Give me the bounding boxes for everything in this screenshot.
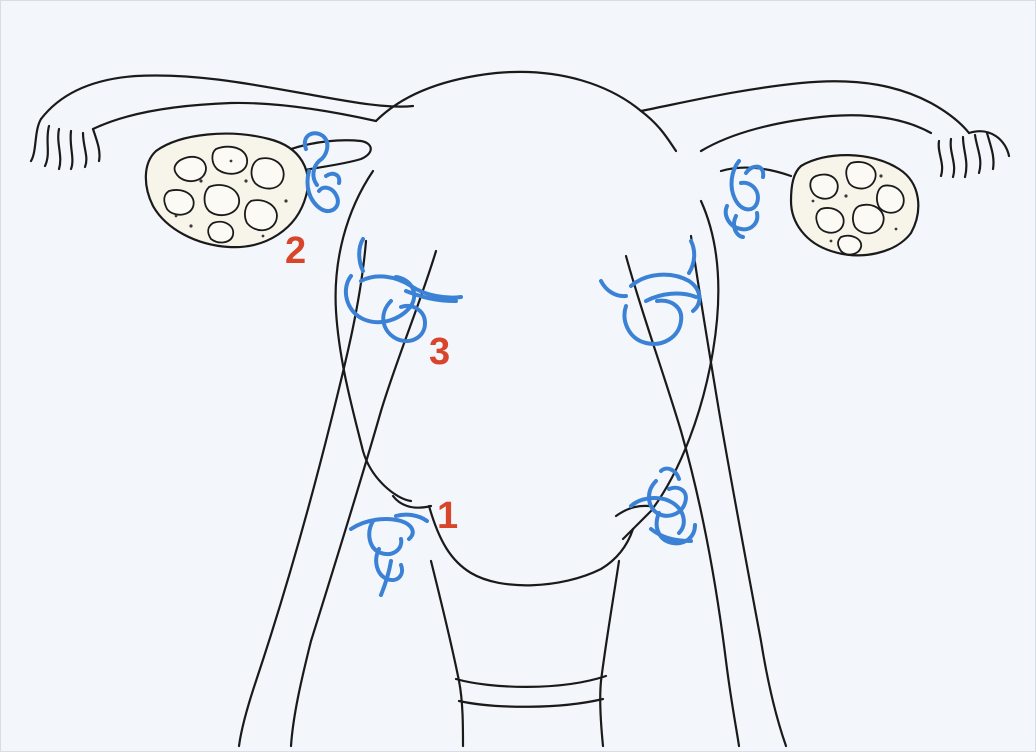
right-fallopian-tube-lower [701,115,931,151]
cervix-base [429,506,633,585]
left-fallopian-tube-lower [93,103,376,129]
suture-uterine-left [351,515,427,595]
sutures [305,133,763,595]
right-fimbriae [939,131,1009,177]
vaginal-cut-edge [456,676,606,687]
label-3: 3 [429,333,450,371]
vagina-left [431,561,463,746]
uterus-body-outline [376,72,676,151]
suture-ovarian-right [726,161,763,237]
left-uterine-vessel-inner [291,251,436,746]
right-vessel-stump [616,506,649,516]
vagina-right [600,561,619,746]
right-fallopian-tube-upper [641,81,969,133]
left-ovary [146,134,308,247]
right-uterine-vessel-outer [691,236,786,746]
left-fimbriae [31,119,100,169]
right-ovary [791,155,918,255]
label-1: 1 [437,497,458,535]
left-uterine-vessel-outer [239,241,366,746]
uterus-left-side [336,171,411,501]
left-fallopian-tube-upper [41,75,413,119]
label-2: 2 [285,232,306,270]
vaginal-cut-edge-lower [459,699,603,707]
suture-round-ligament-right [601,241,699,344]
suture-round-ligament-left [346,239,461,341]
